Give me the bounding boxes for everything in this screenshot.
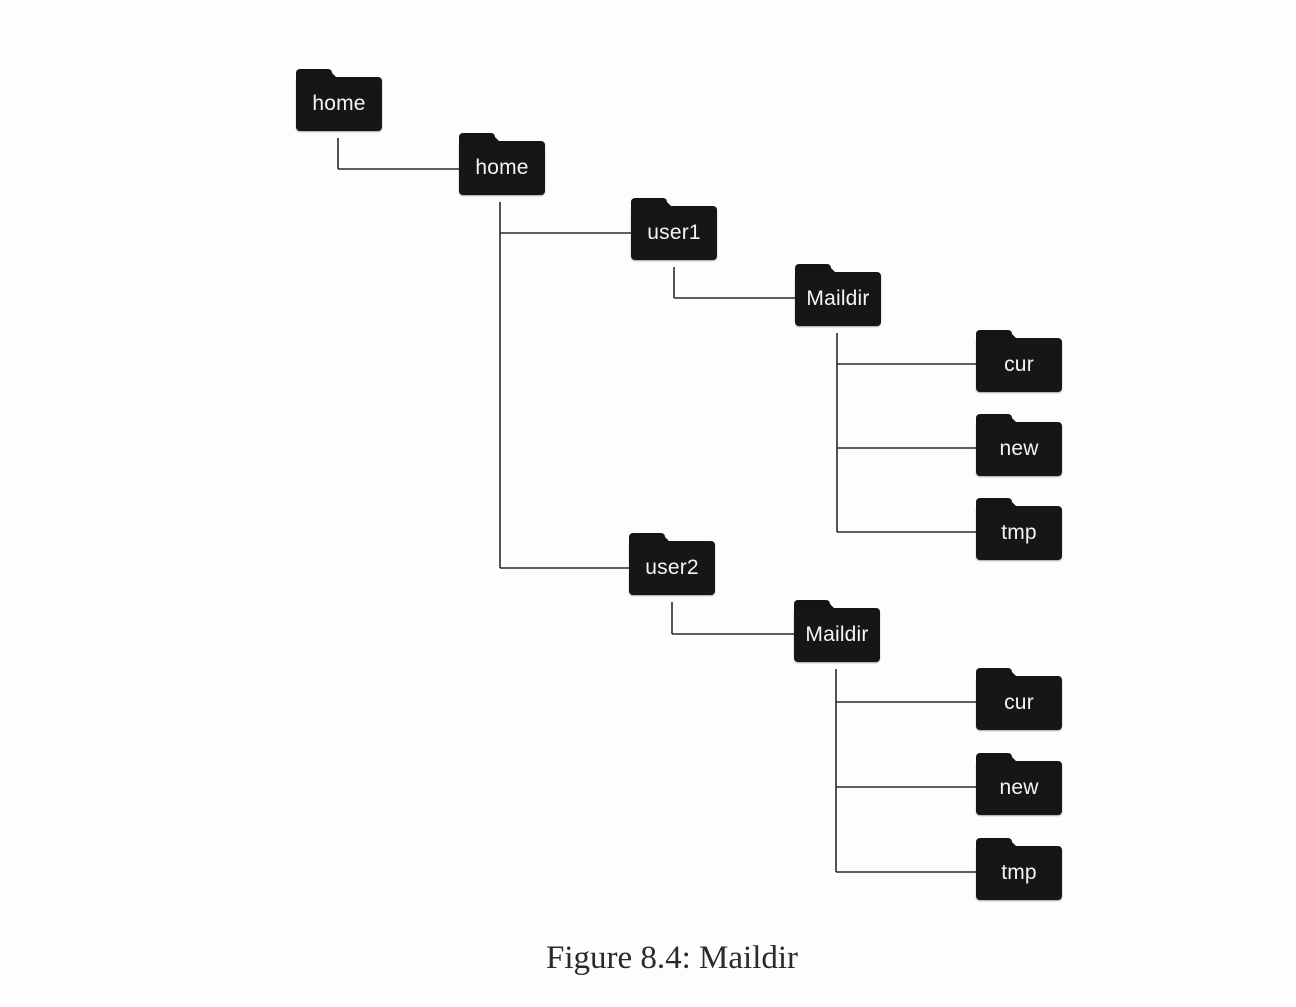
folder-user1-maildir[interactable]: Maildir <box>795 264 881 326</box>
folder-label: tmp <box>1001 861 1037 884</box>
folder-label: Maildir <box>805 623 869 646</box>
figure-caption: Figure 8.4: Maildir <box>545 940 799 976</box>
folder-label: cur <box>1004 691 1034 714</box>
folder-user2-maildir-new[interactable]: new <box>976 753 1062 815</box>
folder-label: tmp <box>1001 521 1037 544</box>
folder-home[interactable]: home <box>459 133 545 195</box>
folder-label: home <box>475 156 529 179</box>
folder-label: new <box>999 437 1039 460</box>
folder-user2[interactable]: user2 <box>629 533 715 595</box>
folder-user1[interactable]: user1 <box>631 198 717 260</box>
folder-label: new <box>999 776 1039 799</box>
folder-label: user2 <box>645 556 699 579</box>
folder-user2-maildir[interactable]: Maildir <box>794 600 880 662</box>
folder-label: cur <box>1004 353 1034 376</box>
folder-root-home[interactable]: home <box>296 69 382 131</box>
folder-label: Maildir <box>806 287 870 310</box>
folder-user2-maildir-cur[interactable]: cur <box>976 668 1062 730</box>
folder-user2-maildir-tmp[interactable]: tmp <box>976 838 1062 900</box>
folder-user1-maildir-tmp[interactable]: tmp <box>976 498 1062 560</box>
folder-label: home <box>312 92 366 115</box>
folder-user1-maildir-new[interactable]: new <box>976 414 1062 476</box>
folder-user1-maildir-cur[interactable]: cur <box>976 330 1062 392</box>
folder-label: user1 <box>647 221 701 244</box>
